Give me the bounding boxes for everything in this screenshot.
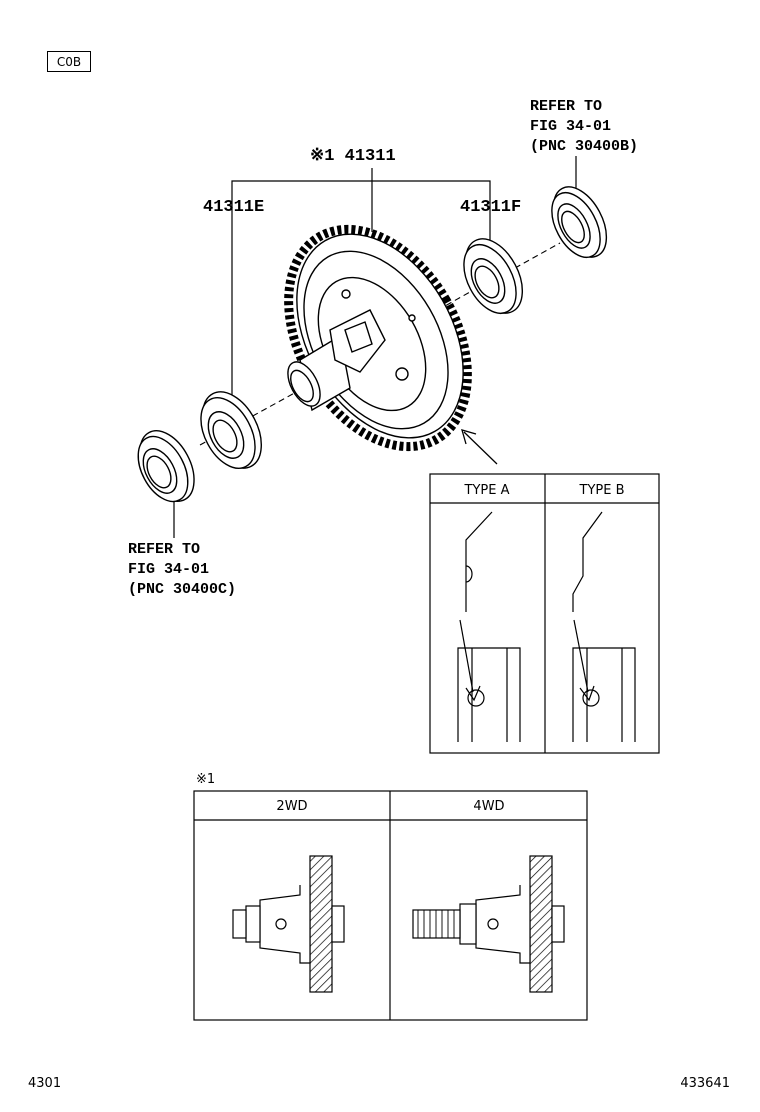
- differential-case-assembly: [284, 224, 472, 452]
- refer-bottom-line-1: REFER TO: [128, 541, 200, 558]
- refer-top-line-2: FIG 34-01: [530, 118, 611, 135]
- type-b-header: TYPE B: [579, 483, 625, 498]
- refer-top-line-3: (PNC 30400B): [530, 138, 638, 155]
- oil-seal-bottom: [137, 430, 195, 503]
- variant-2wd-drawing: [232, 855, 345, 993]
- variant-4wd-drawing: [412, 855, 565, 993]
- type-a-header: TYPE A: [464, 483, 510, 498]
- variant-2wd-header: 2WD: [276, 799, 307, 814]
- part-number-41311E-label: 41311E: [203, 198, 264, 217]
- refer-top-line-1: REFER TO: [530, 98, 602, 115]
- refer-bottom-line-3: (PNC 30400C): [128, 581, 236, 598]
- main-part-number-label: ※1 41311: [310, 147, 396, 166]
- refer-bottom-line-2: FIG 34-01: [128, 561, 209, 578]
- part-number-41311F-label: 41311F: [460, 198, 521, 217]
- type-detail-pointer-arrow: [461, 429, 498, 465]
- assembly-axis: [199, 242, 561, 446]
- variant-4wd-header: 4WD: [473, 799, 504, 814]
- type-b-detail-drawing: [572, 511, 636, 742]
- leader-lines: [173, 156, 577, 538]
- variant-table: [193, 790, 588, 1021]
- oil-seal-top: [551, 186, 608, 258]
- type-detail-table: [429, 473, 660, 754]
- section-code-box: C0B: [47, 51, 91, 72]
- bearing-41311E: [200, 391, 262, 469]
- bearing-41311F: [463, 238, 524, 314]
- footer-page-code: 4301: [28, 1076, 62, 1091]
- footer-illustration-number: 433641: [680, 1076, 730, 1091]
- variant-marker: ※1: [196, 772, 215, 787]
- type-a-detail-drawing: [457, 511, 521, 742]
